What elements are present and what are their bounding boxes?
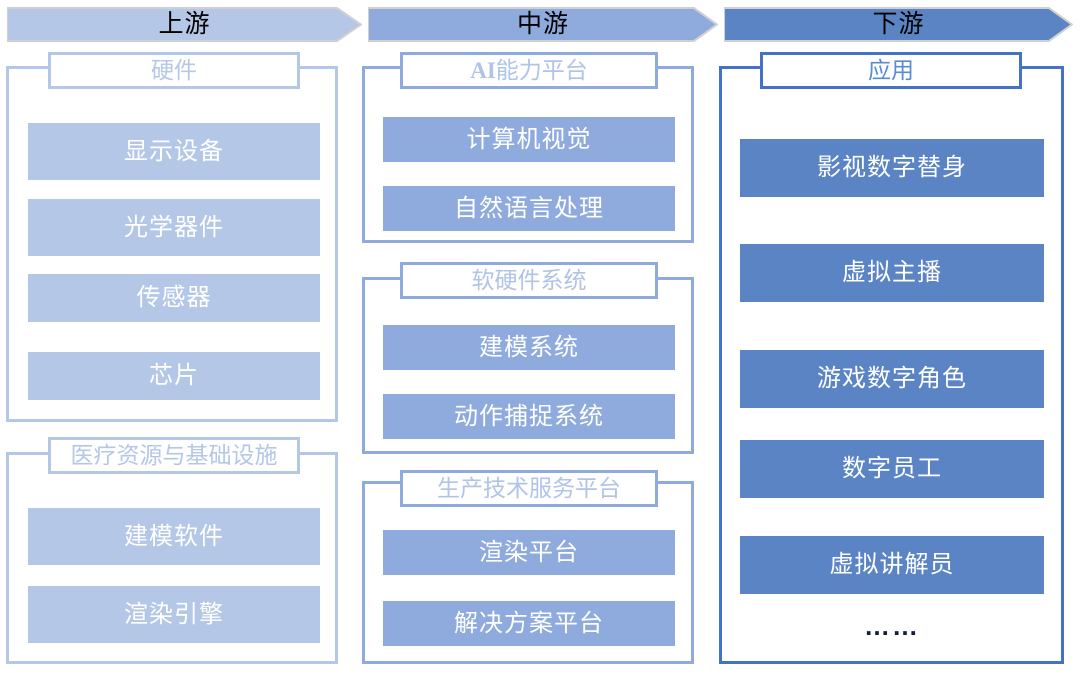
item-label: 渲染引擎 bbox=[124, 601, 224, 628]
item-chip[interactable]: 游戏数字角色 bbox=[740, 350, 1044, 408]
item-chip[interactable]: 虚拟主播 bbox=[740, 244, 1044, 302]
item-more-ellipsis: …… bbox=[740, 608, 1044, 644]
item-label: 建模系统 bbox=[479, 334, 579, 361]
group-caption-software-hardware-system: 软硬件系统 bbox=[400, 262, 658, 299]
arrow-shape-midstream bbox=[368, 7, 718, 42]
caption-text-medical-resources: 医疗资源与基础设施 bbox=[70, 443, 278, 468]
arrow-shape-downstream bbox=[724, 7, 1073, 42]
item-label: 虚拟讲解员 bbox=[829, 552, 955, 578]
item-label: 计算机视觉 bbox=[466, 126, 592, 153]
group-caption-hardware: 硬件 bbox=[48, 52, 300, 89]
item-label: 建模软件 bbox=[124, 523, 224, 550]
item-chip[interactable]: 建模系统 bbox=[383, 325, 675, 370]
caption-text-hardware: 硬件 bbox=[151, 58, 197, 83]
item-label: 显示设备 bbox=[124, 138, 224, 165]
stage-header-midstream: 中游 bbox=[368, 7, 718, 42]
item-label: 解决方案平台 bbox=[454, 610, 604, 637]
item-chip[interactable]: 自然语言处理 bbox=[383, 186, 675, 231]
caption-text-software-hardware-system: 软硬件系统 bbox=[471, 268, 587, 293]
stage-header-upstream: 上游 bbox=[7, 7, 362, 42]
item-chip[interactable]: 计算机视觉 bbox=[383, 117, 675, 162]
item-label: 传感器 bbox=[136, 285, 212, 311]
header-label-upstream: 上游 bbox=[158, 11, 211, 38]
item-label: 影视数字替身 bbox=[817, 155, 967, 181]
item-chip[interactable]: 芯片 bbox=[28, 352, 320, 400]
item-chip[interactable]: 传感器 bbox=[28, 274, 320, 322]
caption-text-production-tech-service-platform: 生产技术服务平台 bbox=[437, 476, 621, 501]
item-chip[interactable]: 动作捕捉系统 bbox=[383, 394, 675, 439]
group-caption-production-tech-service-platform: 生产技术服务平台 bbox=[400, 470, 658, 507]
item-chip[interactable]: 渲染引擎 bbox=[28, 586, 320, 643]
caption-text-ai-capability-platform: AI能力平台 bbox=[470, 58, 588, 83]
item-label: 芯片 bbox=[149, 363, 199, 389]
group-caption-application: 应用 bbox=[760, 52, 1022, 89]
item-label: 数字员工 bbox=[842, 456, 942, 482]
item-chip[interactable]: 显示设备 bbox=[28, 123, 320, 180]
header-label-downstream: 下游 bbox=[872, 11, 925, 38]
item-chip[interactable]: 数字员工 bbox=[740, 440, 1044, 498]
item-label: 虚拟主播 bbox=[842, 260, 942, 286]
group-caption-ai-capability-platform: AI能力平台 bbox=[400, 52, 658, 89]
item-chip[interactable]: 影视数字替身 bbox=[740, 139, 1044, 197]
item-chip[interactable]: 虚拟讲解员 bbox=[740, 536, 1044, 594]
item-label: 光学器件 bbox=[124, 214, 224, 241]
item-label: 渲染平台 bbox=[479, 539, 579, 566]
stage-header-downstream: 下游 bbox=[724, 7, 1073, 42]
item-label: 游戏数字角色 bbox=[817, 366, 967, 392]
item-chip[interactable]: 光学器件 bbox=[28, 199, 320, 256]
item-label: 动作捕捉系统 bbox=[454, 403, 604, 430]
arrow-shape-upstream bbox=[7, 7, 362, 42]
item-label: 自然语言处理 bbox=[454, 195, 604, 222]
item-chip[interactable]: 渲染平台 bbox=[383, 530, 675, 575]
caption-text-application: 应用 bbox=[868, 58, 914, 83]
item-chip[interactable]: 建模软件 bbox=[28, 508, 320, 565]
ellipsis-label: …… bbox=[864, 610, 920, 641]
group-caption-medical-resources: 医疗资源与基础设施 bbox=[48, 437, 300, 474]
item-chip[interactable]: 解决方案平台 bbox=[383, 601, 675, 646]
header-label-midstream: 中游 bbox=[516, 11, 569, 38]
